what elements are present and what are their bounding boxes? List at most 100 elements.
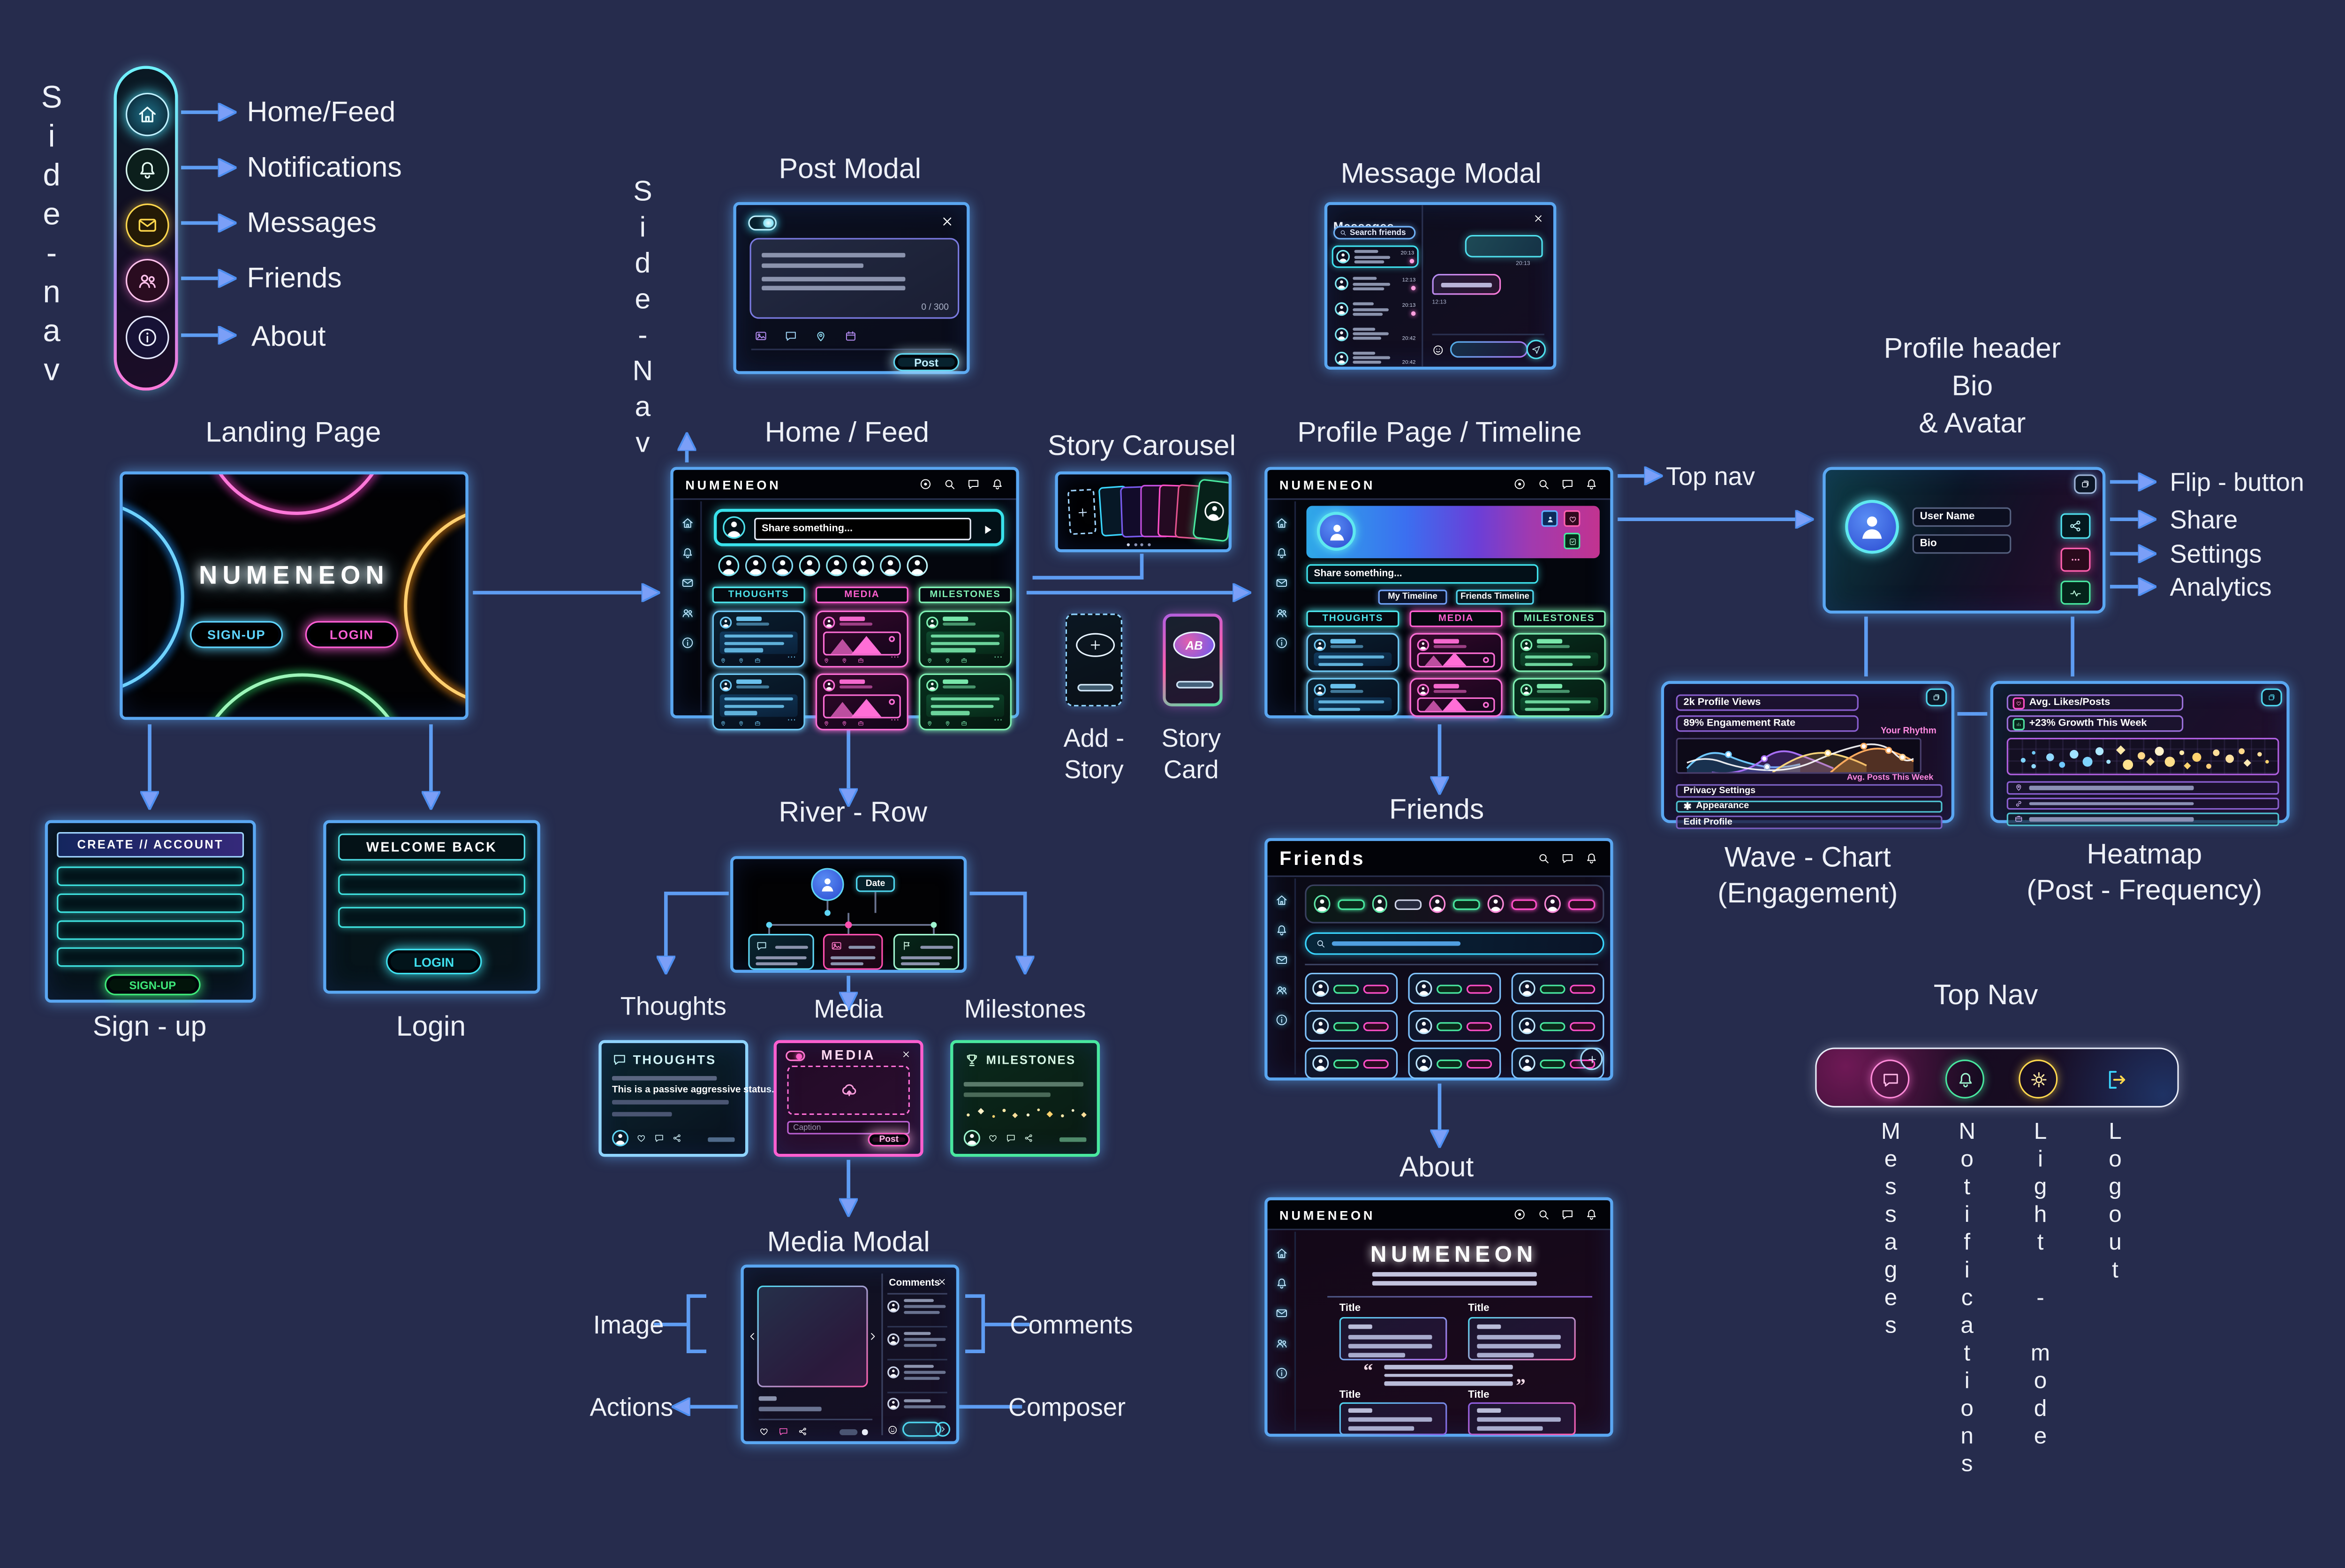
add-friend-fab[interactable] xyxy=(1580,1047,1603,1070)
comment-icon[interactable] xyxy=(654,1133,664,1143)
decline-button[interactable] xyxy=(1363,1021,1389,1030)
heart-button[interactable] xyxy=(1564,510,1581,527)
accept-button[interactable] xyxy=(1333,984,1359,993)
friend-card[interactable] xyxy=(1408,1047,1501,1079)
bell-icon[interactable] xyxy=(1274,1277,1288,1290)
post-textarea[interactable]: 0 / 300 xyxy=(749,238,960,319)
story-avatars-row[interactable] xyxy=(718,555,928,576)
mail-icon[interactable] xyxy=(1274,953,1288,967)
comment-composer-input[interactable] xyxy=(902,1422,941,1437)
column-header-milestones[interactable]: MILESTONES xyxy=(1513,610,1606,627)
bell-icon[interactable] xyxy=(1585,852,1598,865)
target-icon[interactable] xyxy=(1513,1208,1527,1221)
column-header-media[interactable]: MEDIA xyxy=(1409,610,1503,627)
friend-chip-button[interactable] xyxy=(1337,899,1364,909)
accept-button[interactable] xyxy=(1437,984,1462,993)
share-button[interactable] xyxy=(2060,513,2091,539)
flip-icon[interactable] xyxy=(2074,474,2097,494)
user-button[interactable] xyxy=(1541,510,1558,527)
close-icon[interactable] xyxy=(940,214,955,229)
friend-chip-button[interactable] xyxy=(1568,899,1596,909)
menu-privacy-settings[interactable]: Privacy Settings xyxy=(1676,784,1943,797)
story-card[interactable]: AB xyxy=(1163,614,1223,706)
analytics-button[interactable] xyxy=(2060,580,2091,605)
conversation-item-active[interactable]: 20:13 xyxy=(1331,245,1419,268)
friend-card[interactable] xyxy=(1305,1047,1398,1079)
emoji-icon[interactable] xyxy=(887,1425,898,1435)
milestone-post-card[interactable]: ⋯ xyxy=(919,610,1012,668)
calendar-icon[interactable] xyxy=(844,329,858,343)
decline-button[interactable] xyxy=(1466,1059,1492,1068)
close-icon[interactable] xyxy=(1532,212,1544,225)
share-icon[interactable] xyxy=(1023,1133,1034,1143)
milestone-post-card[interactable]: ⋯ xyxy=(919,673,1012,731)
friend-card[interactable] xyxy=(1408,1010,1501,1042)
decline-button[interactable] xyxy=(1363,1059,1389,1068)
comment-icon[interactable] xyxy=(1006,1133,1016,1143)
media-post-card[interactable] xyxy=(1409,678,1503,717)
friend-chip-button[interactable] xyxy=(1453,899,1480,909)
image-icon[interactable] xyxy=(754,329,768,343)
accept-button[interactable] xyxy=(1540,1021,1566,1030)
accept-button[interactable] xyxy=(1540,1059,1566,1068)
composer-input[interactable]: Share something... xyxy=(754,517,971,540)
topnav-notifications-button[interactable] xyxy=(1945,1060,1984,1098)
column-header-thoughts[interactable]: THOUGHTS xyxy=(712,586,805,603)
landing-signup-button[interactable]: SIGN-UP xyxy=(190,621,283,648)
login-button[interactable]: LOGIN xyxy=(386,948,482,975)
media-post-card[interactable]: ⋯ xyxy=(815,610,908,668)
settings-button[interactable] xyxy=(2060,547,2091,572)
accept-button[interactable] xyxy=(1333,1021,1359,1030)
signup-field-3[interactable] xyxy=(57,920,244,940)
sidebar-item-home[interactable] xyxy=(126,92,169,136)
post-button[interactable]: Post xyxy=(893,353,960,371)
topnav-messages-button[interactable] xyxy=(1870,1060,1910,1098)
upload-dropzone[interactable] xyxy=(787,1065,910,1115)
send-icon[interactable] xyxy=(980,523,995,538)
friend-chip-button[interactable] xyxy=(1395,899,1422,909)
toggle-switch[interactable] xyxy=(786,1050,805,1060)
media-post-card[interactable] xyxy=(1409,633,1503,672)
message-input[interactable] xyxy=(1450,341,1528,357)
column-header-media[interactable]: MEDIA xyxy=(815,586,908,603)
media-post-button[interactable]: Post xyxy=(868,1133,910,1147)
mail-icon[interactable] xyxy=(1274,576,1288,590)
decline-button[interactable] xyxy=(1570,1021,1596,1030)
home-icon[interactable] xyxy=(1274,1247,1288,1260)
thought-post-card[interactable] xyxy=(1306,678,1399,717)
accept-button[interactable] xyxy=(1333,1059,1359,1068)
friends-icon[interactable] xyxy=(1274,1336,1288,1350)
friends-search-input[interactable] xyxy=(1305,932,1604,955)
info-icon[interactable] xyxy=(1274,1013,1288,1027)
toggle-switch[interactable] xyxy=(748,215,777,230)
friends-icon[interactable] xyxy=(1274,983,1288,997)
media-post-card[interactable]: ⋯ xyxy=(815,673,908,731)
share-icon[interactable] xyxy=(798,1426,808,1437)
chat-icon[interactable] xyxy=(967,477,980,491)
decline-button[interactable] xyxy=(1363,984,1389,993)
friends-icon[interactable] xyxy=(680,606,694,620)
target-icon[interactable] xyxy=(919,477,932,491)
menu-appearance[interactable]: ✱Appearance xyxy=(1676,800,1943,813)
sidebar-item-messages[interactable] xyxy=(126,203,169,247)
tab-my-timeline[interactable]: My Timeline xyxy=(1378,590,1447,605)
bio-field[interactable]: Bio xyxy=(1912,534,2012,554)
close-icon[interactable] xyxy=(901,1049,911,1060)
thought-post-card[interactable]: ⋯ xyxy=(712,610,805,668)
conversation-item[interactable]: 20:13 xyxy=(1332,298,1419,320)
conversation-item[interactable]: 12:13 xyxy=(1332,273,1419,295)
decline-button[interactable] xyxy=(1570,984,1596,993)
bell-icon[interactable] xyxy=(680,546,694,560)
share-icon[interactable] xyxy=(672,1133,682,1143)
friend-card[interactable] xyxy=(1305,1010,1398,1042)
signup-field-2[interactable] xyxy=(57,893,244,913)
info-icon[interactable] xyxy=(680,636,694,650)
accept-button[interactable] xyxy=(1540,984,1566,993)
comment-icon[interactable] xyxy=(778,1426,788,1437)
thought-post-card[interactable] xyxy=(1306,633,1399,672)
flip-icon[interactable] xyxy=(1926,688,1947,707)
friend-chip-button[interactable] xyxy=(1511,899,1538,909)
login-field-1[interactable] xyxy=(338,874,525,895)
heart-icon[interactable] xyxy=(988,1133,998,1143)
decline-button[interactable] xyxy=(1466,984,1492,993)
